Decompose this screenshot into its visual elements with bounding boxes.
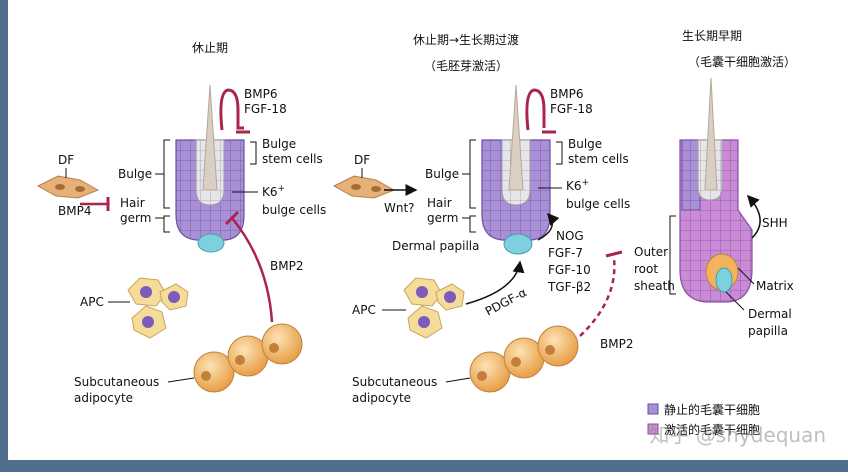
panel-subtitle: （毛胚芽激活） (424, 59, 508, 73)
factor-fgf7: FGF-7 (548, 246, 583, 260)
label-bmp2: BMP2 (600, 337, 633, 351)
label-bulge-cells: bulge cells (262, 203, 326, 217)
dermal-papilla (197, 233, 225, 253)
hair-shaft (704, 77, 718, 191)
label-bulge-stem: Bulge (262, 137, 296, 151)
label-hair: Hair (427, 196, 452, 210)
label-matrix: Matrix (756, 279, 794, 293)
hair-follicle (679, 77, 753, 303)
panel-title: 休止期 (192, 41, 228, 55)
panel-telogen: 休止期 BMP6 FGF-18 Bulge stem cells K6+ bul… (36, 41, 326, 405)
left-border (0, 0, 8, 472)
label-fgf18: FGF-18 (244, 102, 287, 116)
label-bmp2: BMP2 (270, 259, 303, 273)
legend-swatch-quiescent (647, 403, 659, 415)
hair-follicle (481, 84, 551, 255)
legend-swatch-activated (647, 423, 659, 435)
label-stem-cells: stem cells (568, 152, 629, 166)
label-bulge: Bulge (118, 167, 152, 181)
adipocytes (469, 325, 579, 393)
dermal-fibroblast (36, 175, 100, 199)
label-subcutaneous: Subcutaneous (74, 375, 159, 389)
label-adipocyte: adipocyte (352, 391, 411, 405)
label-apc: APC (352, 303, 376, 317)
label-stem-cells: stem cells (262, 152, 323, 166)
apc-cells (403, 277, 465, 339)
label-root: root (634, 262, 658, 276)
label-bulge-stem: Bulge (568, 137, 602, 151)
label-papilla: papilla (748, 324, 788, 338)
hair-follicle (175, 84, 245, 253)
legend-activated: 激活的毛囊干细胞 (664, 422, 760, 437)
label-adipocyte: adipocyte (74, 391, 133, 405)
watermark: 知乎 @shydequan (649, 423, 826, 447)
label-wnt: Wnt? (384, 201, 415, 215)
panel-subtitle: （毛囊干细胞激活） (688, 54, 796, 69)
adipocytes (193, 323, 303, 393)
bmp2-dashed-arrow (579, 257, 616, 337)
label-bulge: Bulge (425, 167, 459, 181)
label-fgf18: FGF-18 (550, 102, 593, 116)
legend-quiescent: 静止的毛囊干细胞 (664, 402, 760, 417)
panel-early-anagen: 生长期早期 （毛囊干细胞激活） SHH Outer root sheath Ma… (634, 29, 796, 338)
dermal-papilla (503, 233, 533, 255)
label-df: DF (354, 153, 370, 167)
label-shh: SHH (762, 216, 788, 230)
label-dermal-papilla: Dermal papilla (392, 239, 479, 253)
label-germ: germ (120, 211, 151, 225)
label-k6: K6+ (566, 178, 589, 193)
label-outer: Outer (634, 245, 668, 259)
hair-shaft (202, 84, 218, 191)
legend: 静止的毛囊干细胞 激活的毛囊干细胞 (647, 402, 760, 437)
hair-shaft (508, 84, 524, 191)
inhibit-loop (219, 88, 244, 131)
panel-title: 生长期早期 (682, 29, 742, 43)
factor-fgf10: FGF-10 (548, 263, 591, 277)
bmp2-inhibit-arrow (231, 217, 274, 323)
label-apc: APC (80, 295, 104, 309)
label-hair: Hair (120, 196, 145, 210)
label-subcutaneous: Subcutaneous (352, 375, 437, 389)
label-bmp4: BMP4 (58, 204, 91, 218)
apc-cells (127, 277, 189, 339)
label-germ: germ (427, 211, 458, 225)
label-dermal: Dermal (748, 307, 792, 321)
label-bmp6: BMP6 (244, 87, 277, 101)
panel-telogen-to-anagen: 休止期→生长期过渡 （毛胚芽激活） BMP6 FGF-18 Bulge stem… (332, 32, 633, 405)
bottom-border (0, 460, 848, 472)
label-bulge-cells: bulge cells (566, 197, 630, 211)
label-sheath: sheath (634, 279, 675, 293)
factor-tgfb2: TGF-β2 (547, 280, 591, 294)
dermal-papilla (715, 267, 733, 293)
factor-nog: NOG (556, 229, 584, 243)
label-bmp6: BMP6 (550, 87, 583, 101)
panel-title: 休止期→生长期过渡 (413, 32, 519, 47)
label-df: DF (58, 153, 74, 167)
label-k6: K6+ (262, 184, 285, 199)
